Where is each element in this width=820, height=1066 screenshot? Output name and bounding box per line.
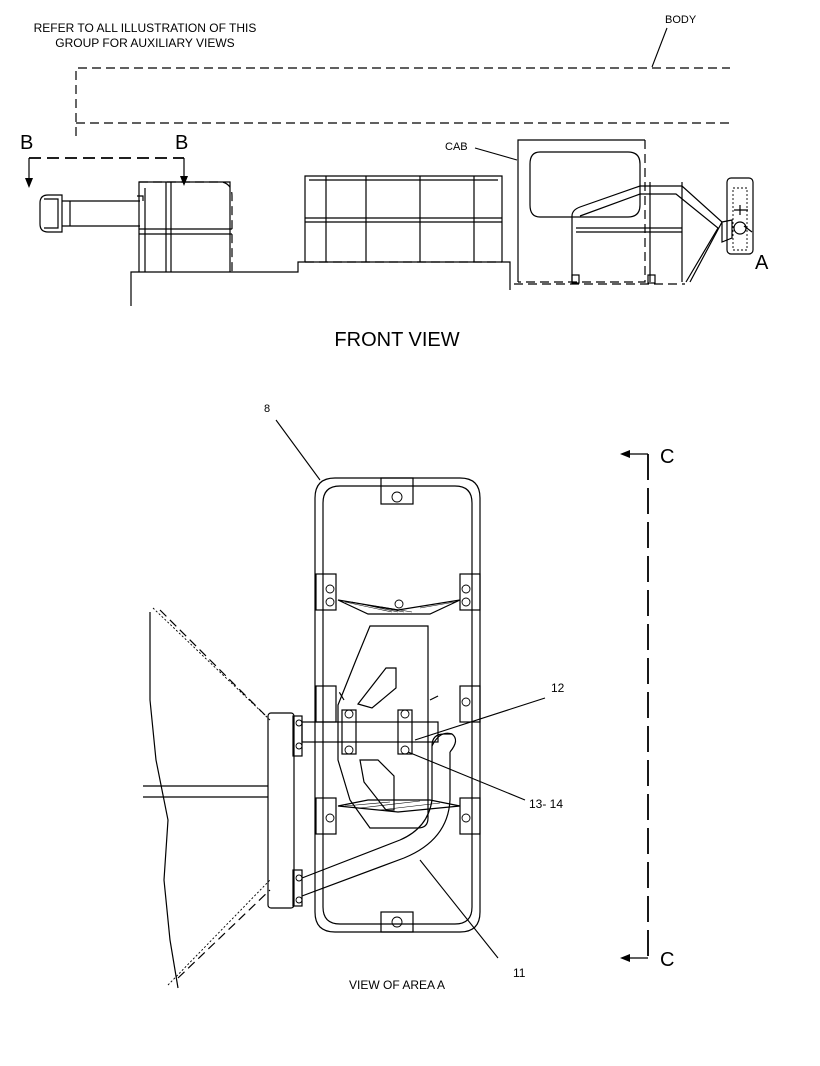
section-b-left-label: B xyxy=(20,132,33,154)
leader-item-11 xyxy=(419,859,499,959)
mounting-plate xyxy=(267,712,303,909)
section-b-right-arrow xyxy=(180,176,188,186)
middle-guard-rail xyxy=(304,175,503,263)
leader-item-13-14 xyxy=(407,751,526,801)
note-line-1: REFER TO ALL ILLUSTRATION OF THIS xyxy=(34,21,257,35)
body-label: BODY xyxy=(665,14,697,26)
area-a-view-title: VIEW OF AREA A xyxy=(349,978,445,992)
callout-13-14: 13- 14 xyxy=(529,797,563,811)
cab-leader xyxy=(474,147,518,161)
left-guard-rail xyxy=(138,181,233,272)
mirror-area-a xyxy=(721,177,754,255)
leader-item-12 xyxy=(414,697,546,741)
deck-profile xyxy=(130,261,511,306)
section-c-bottom-label: C xyxy=(660,949,674,971)
section-b-right-label: B xyxy=(175,132,188,154)
section-b-left-arrow xyxy=(25,178,33,188)
section-c-top-label: C xyxy=(660,446,674,468)
front-view-drawing: BODY B B xyxy=(20,14,769,306)
front-view-title: FRONT VIEW xyxy=(334,329,459,351)
mirror-bracket xyxy=(337,625,441,829)
callout-12: 12 xyxy=(551,681,565,695)
bent-tube-item-11 xyxy=(301,732,457,897)
cab-window xyxy=(529,151,641,218)
body-top-line xyxy=(75,67,730,136)
note-line-2: GROUP FOR AUXILIARY VIEWS xyxy=(55,36,234,50)
area-a-detail-drawing: 8 12 13- 14 11 xyxy=(143,403,565,989)
cab-corner-body xyxy=(143,607,271,989)
right-mirror-arm xyxy=(571,182,723,284)
callout-11: 11 xyxy=(513,966,526,980)
cab-outline: CAB xyxy=(445,139,685,285)
leader-item-8 xyxy=(275,419,321,481)
body-leader xyxy=(651,27,668,68)
area-a-label: A xyxy=(755,252,769,274)
section-c-bottom-arrow xyxy=(620,954,630,962)
section-c-marker: C C xyxy=(620,446,674,971)
callout-8: 8 xyxy=(264,403,270,415)
section-c-top-arrow xyxy=(620,450,630,458)
cab-label: CAB xyxy=(445,141,468,153)
left-mirror-assembly xyxy=(39,194,144,233)
